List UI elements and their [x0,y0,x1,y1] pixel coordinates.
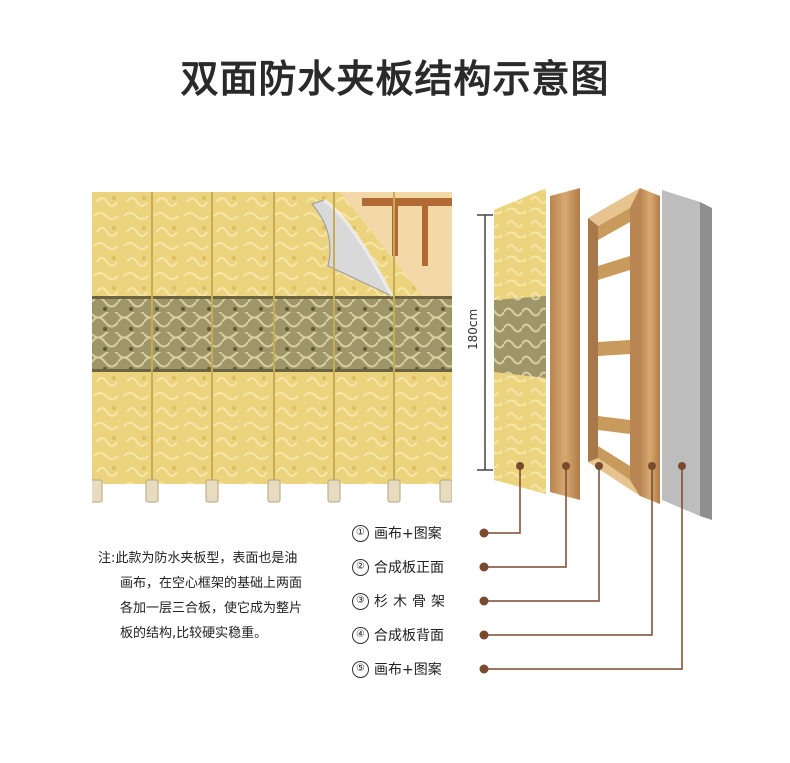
note-line: 各加一层三合板，使它成为整片 [120,601,303,616]
layer-number: ④ [352,626,369,644]
layer-label-3: ③ 杉木骨架 [352,590,482,612]
layer-name: 杉木骨架 [374,594,450,610]
layer-name: 合成板背面 [374,628,444,644]
layer-4-plywood-back [640,188,660,504]
layer-name: 画布+图案 [374,662,442,678]
layer-label-2: ② 合成板正面 [352,556,482,578]
layer-label-4: ④ 合成板背面 [352,624,482,646]
layer-label-5: ⑤ 画布+图案 [352,658,482,680]
layer-number: ② [352,558,369,576]
layer-number: ⑤ [352,660,369,678]
note-line: 注:此款为防水夹板型，表面也是油 [98,551,298,566]
layer-name: 合成板正面 [374,560,444,576]
layer-1-canvas [494,188,546,494]
product-note: 注:此款为防水夹板型，表面也是油 画布，在空心框架的基础上两面 各加一层三合板，… [98,546,368,646]
leader-lines [488,466,683,670]
height-dimension-label: 180cm [466,308,480,350]
layer-5-board [662,190,700,516]
note-line: 画布，在空心框架的基础上两面 [120,576,303,591]
layer-name: 画布+图案 [374,526,442,542]
layer-2-plywood-front [550,188,580,500]
layer-number: ③ [352,592,369,610]
layer-3-fir-frame [588,188,640,496]
layer-number: ① [352,524,369,542]
layer-label-1: ① 画布+图案 [352,522,482,544]
folding-screen-image [92,192,452,503]
page-title: 双面防水夹板结构示意图 [180,57,610,101]
height-dimension [477,214,493,471]
note-line: 板的结构,比较硬实稳重。 [120,626,268,641]
